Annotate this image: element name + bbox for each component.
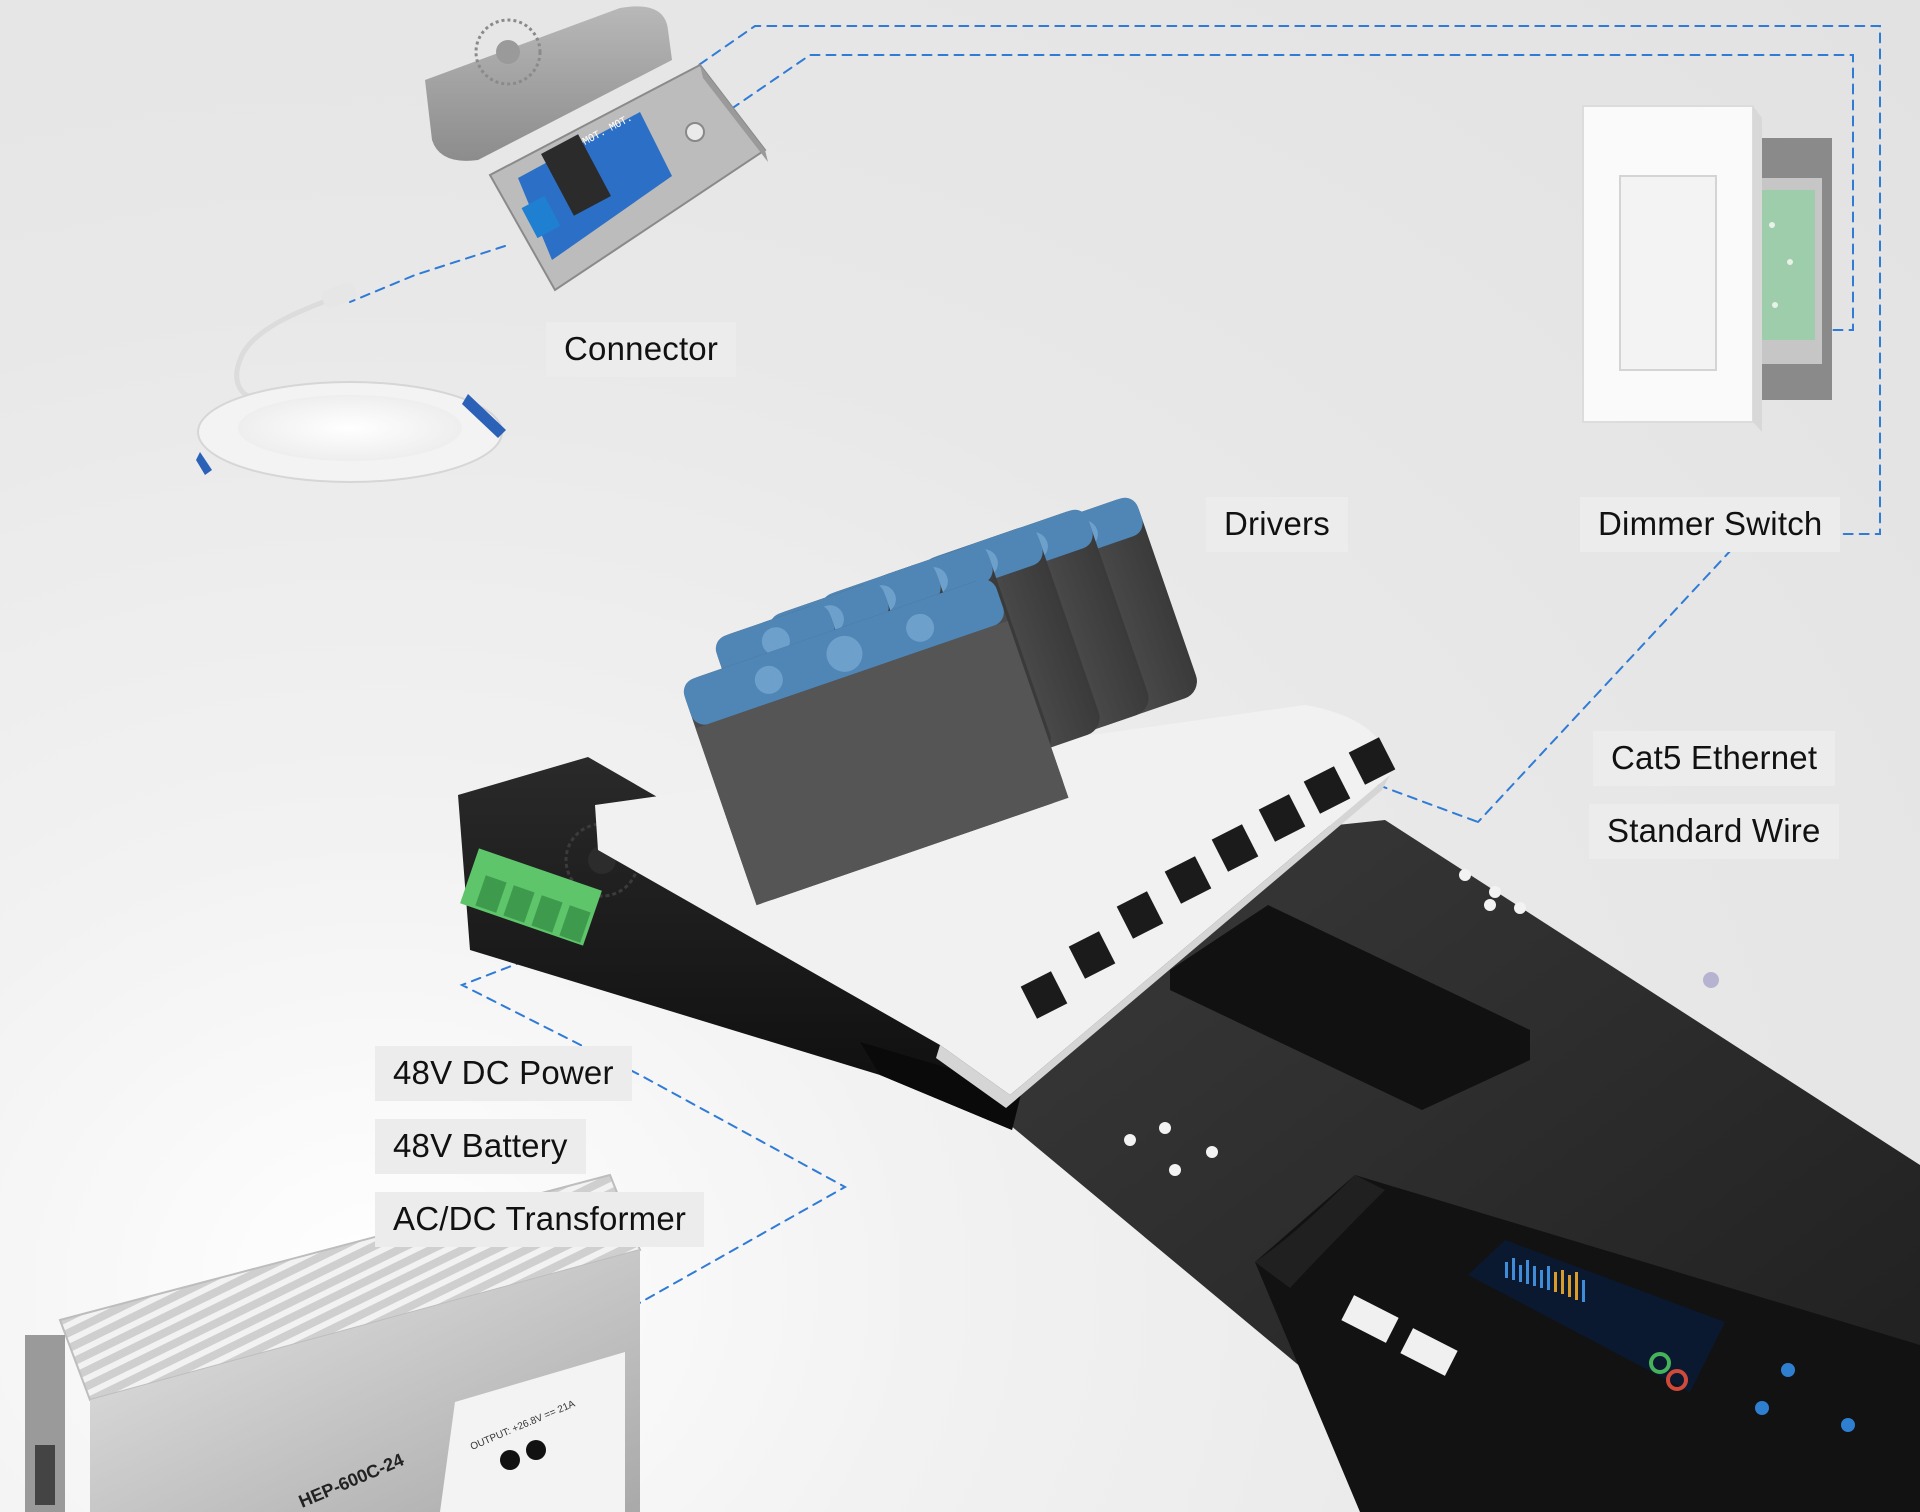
led-downlight xyxy=(196,282,506,483)
label-connector: Connector xyxy=(546,322,737,377)
link-connector-to-light xyxy=(349,245,506,303)
hub-display-module xyxy=(1255,1175,1920,1512)
connector-lid-grille xyxy=(474,18,542,86)
power-terminal-block xyxy=(460,848,602,946)
ethernet-port xyxy=(1348,737,1396,785)
link-connector-to-dimmer-outer xyxy=(659,25,1881,823)
label-dimmer-switch: Dimmer Switch xyxy=(1580,497,1841,552)
ethernet-port xyxy=(1116,891,1164,939)
status-led-3 xyxy=(1841,1418,1855,1432)
label-drivers: Drivers xyxy=(1206,497,1348,552)
display-gauge-red xyxy=(1666,1369,1688,1391)
transformer-face xyxy=(440,1352,625,1512)
ethernet-port xyxy=(1303,766,1351,814)
dimmer-rocker xyxy=(1619,175,1717,371)
usb-port-1 xyxy=(1341,1295,1399,1343)
hub-insert xyxy=(1170,905,1530,1110)
light-cable xyxy=(234,293,341,399)
connector-terminal xyxy=(521,195,561,239)
ethernet-port xyxy=(1258,794,1306,842)
ethernet-port xyxy=(1068,931,1116,979)
link-terminal-to-power xyxy=(459,954,848,1306)
link-connector-to-dimmer-inner xyxy=(717,54,1854,331)
light-lens xyxy=(238,395,462,461)
connector-relay xyxy=(541,134,611,216)
light-cable-plug xyxy=(321,282,357,308)
dimmer-switch xyxy=(1582,105,1832,432)
hub-screw xyxy=(1703,972,1719,988)
label-dc-power: 48V DC Power xyxy=(375,1046,632,1101)
label-transformer: AC/DC Transformer xyxy=(375,1192,705,1247)
connector-box: MOT. MOT. xyxy=(425,6,768,292)
status-led-2 xyxy=(1755,1401,1769,1415)
display-gauge-green xyxy=(1649,1352,1671,1374)
connection-lines xyxy=(349,25,1881,1306)
link-port-to-cat5 xyxy=(1377,784,1479,823)
label-standard-wire: Standard Wire xyxy=(1589,804,1839,859)
label-cat5-ethernet: Cat5 Ethernet xyxy=(1593,731,1836,786)
driver-modules xyxy=(683,497,1197,906)
ethernet-port xyxy=(1020,971,1068,1019)
ethernet-port xyxy=(1211,824,1259,872)
light-clip-right xyxy=(462,394,506,438)
transformer-knob-2 xyxy=(526,1440,546,1460)
connector-lid xyxy=(425,6,672,161)
driver-module-front xyxy=(683,579,1069,906)
ethernet-ports xyxy=(1020,737,1396,1019)
status-led-1 xyxy=(1781,1363,1795,1377)
display-bars xyxy=(1505,1258,1585,1302)
ethernet-port xyxy=(1164,856,1212,904)
transformer-knob-1 xyxy=(500,1450,520,1470)
label-battery: 48V Battery xyxy=(375,1119,586,1174)
light-clip-left xyxy=(196,452,212,475)
usb-port-2 xyxy=(1400,1328,1458,1376)
